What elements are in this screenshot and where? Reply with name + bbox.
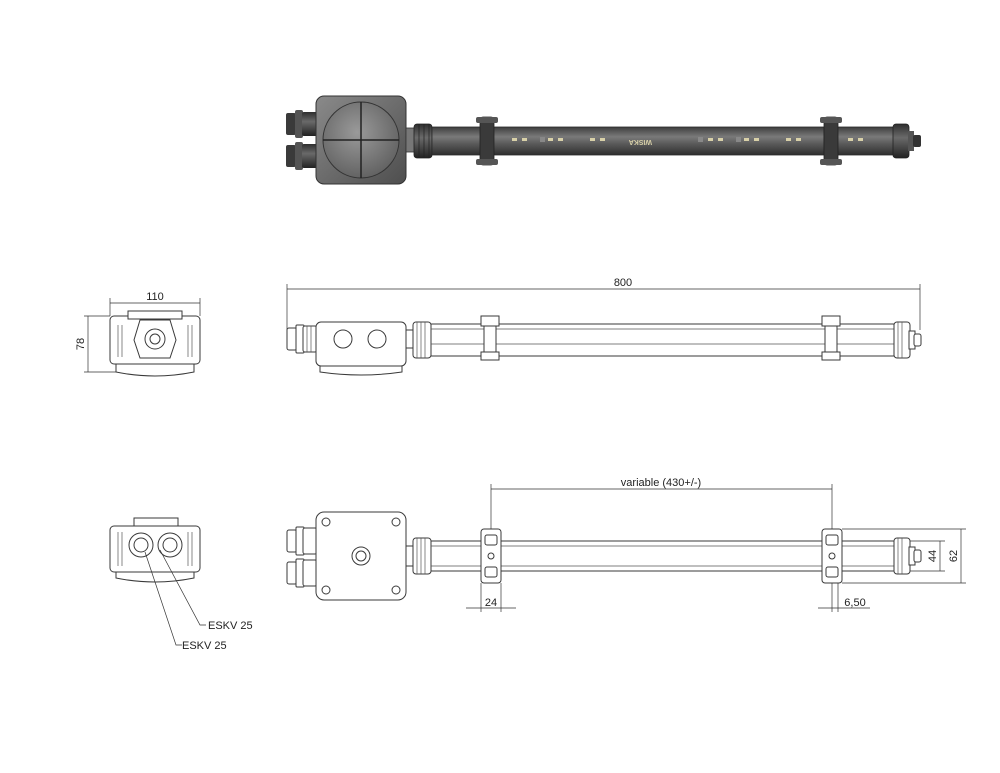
dim-clamp-offset: 6,50 — [844, 597, 865, 609]
rendered-clamp-right — [820, 116, 842, 166]
dim-clamp-spacing: variable (430+/-) — [621, 477, 701, 489]
dim-end-height: 78 — [75, 338, 87, 350]
side-view: 110 78 800 — [75, 277, 922, 377]
rendered-end-cap-right — [892, 123, 910, 159]
rendered-led-strip — [512, 138, 863, 141]
dim-end-width: 110 — [146, 291, 164, 303]
dim-clamp-width: 24 — [485, 597, 497, 609]
dim-clamp-height: 62 — [948, 550, 960, 562]
rendered-logo: WISKA — [629, 138, 652, 145]
dim-overall-length: 800 — [614, 277, 632, 289]
dim-tube-diameter: 44 — [927, 550, 939, 562]
end-view-side — [109, 310, 201, 377]
rendered-clamp-left — [476, 116, 498, 166]
label-gland-lower: ESKV 25 — [182, 640, 227, 652]
label-gland-upper: ESKV 25 — [208, 620, 253, 632]
rendered-gland-upper — [286, 110, 318, 138]
rendered-gland-lower — [286, 142, 318, 170]
end-view-glands — [109, 517, 201, 583]
rendered-view: WISKA — [286, 95, 921, 185]
top-view: ESKV 25 ESKV 25 — [109, 477, 966, 652]
